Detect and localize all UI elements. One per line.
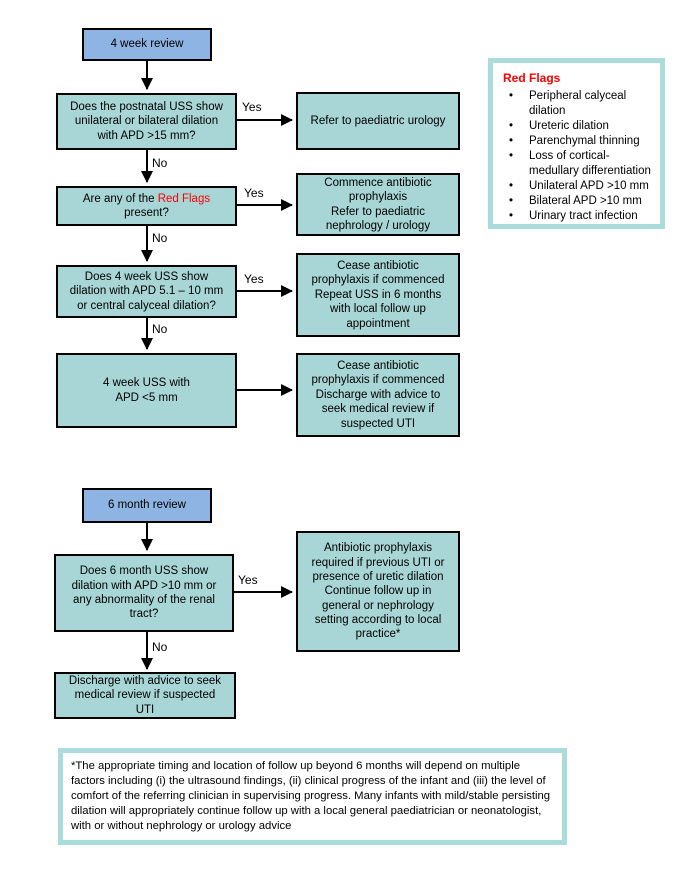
footnote-panel: *The appropriate timing and location of …: [58, 748, 567, 845]
red-flag-item: Unilateral APD >10 mm: [503, 179, 654, 194]
red-flags-panel-title: Red Flags: [503, 71, 561, 85]
action-discharge-advice: Discharge with advice to seek medical re…: [54, 672, 236, 719]
state-4week-uss-apd-under-5-text: 4 week USS with APD <5 mm: [103, 377, 190, 404]
label-no-q1: No: [152, 156, 168, 170]
label-yes-q1: Yes: [242, 100, 262, 114]
decision-postnatal-uss-text: Does the postnatal USS show unilateral o…: [70, 100, 223, 142]
start-node-4-week-review: 4 week review: [82, 28, 212, 61]
red-flags-question-highlight: Red Flags: [157, 192, 211, 205]
decision-postnatal-uss: Does the postnatal USS show unilateral o…: [56, 93, 237, 150]
footnote-text: *The appropriate timing and location of …: [71, 760, 551, 832]
action-refer-paediatric-urology-text: Refer to paediatric urology: [310, 114, 446, 127]
action-prophylaxis-followup: Antibiotic prophylaxis required if previ…: [296, 531, 460, 652]
label-no-q3: No: [152, 322, 168, 336]
start-node-4-week-review-label: 4 week review: [110, 38, 184, 51]
label-yes-q5: Yes: [238, 573, 258, 587]
red-flag-item: Bilateral APD >10 mm: [503, 194, 654, 209]
action-cease-repeat-uss: Cease antibiotic prophylaxis if commence…: [296, 253, 460, 337]
action-cease-repeat-uss-text: Cease antibiotic prophylaxis if commence…: [311, 260, 445, 330]
decision-6month-uss-text: Does 6 month USS show dilation with APD …: [71, 565, 217, 621]
start-node-6-month-review: 6 month review: [82, 488, 212, 523]
red-flags-list: Peripheral calyceal dilation Ureteric di…: [503, 89, 654, 223]
red-flags-question-prefix: Are any of the: [82, 192, 158, 205]
red-flags-panel: Red Flags Peripheral calyceal dilation U…: [488, 58, 665, 229]
red-flag-item: Urinary tract infection: [503, 209, 654, 224]
action-cease-discharge: Cease antibiotic prophylaxis if commence…: [296, 353, 460, 437]
decision-red-flags-present: Are any of the Red Flags present?: [56, 186, 237, 226]
state-4week-uss-apd-under-5: 4 week USS with APD <5 mm: [56, 353, 237, 428]
action-commence-prophylaxis-text: Commence antibiotic prophylaxis Refer to…: [324, 176, 432, 232]
red-flag-item: Peripheral calyceal dilation: [503, 89, 654, 119]
decision-4week-uss-dilation-text: Does 4 week USS show dilation with APD 5…: [69, 270, 224, 312]
red-flag-item: Parenchymal thinning: [503, 134, 654, 149]
action-refer-paediatric-urology: Refer to paediatric urology: [296, 92, 460, 150]
start-node-6-month-review-label: 6 month review: [108, 499, 186, 512]
label-yes-q2: Yes: [244, 186, 264, 200]
decision-4week-uss-dilation: Does 4 week USS show dilation with APD 5…: [56, 265, 237, 318]
red-flag-item: Ureteric dilation: [503, 119, 654, 134]
label-no-q2: No: [152, 231, 168, 245]
action-commence-prophylaxis: Commence antibiotic prophylaxis Refer to…: [296, 173, 460, 236]
action-discharge-advice-text: Discharge with advice to seek medical re…: [68, 674, 222, 716]
red-flag-item: Loss of cortical-medullary differentiati…: [503, 149, 654, 179]
decision-6month-uss: Does 6 month USS show dilation with APD …: [54, 554, 234, 632]
action-prophylaxis-followup-text: Antibiotic prophylaxis required if previ…: [311, 542, 445, 641]
label-no-q5: No: [152, 640, 168, 654]
label-yes-q3: Yes: [244, 272, 264, 286]
red-flags-question-suffix: present?: [124, 207, 169, 219]
action-cease-discharge-text: Cease antibiotic prophylaxis if commence…: [311, 360, 445, 430]
decision-red-flags-present-text: Are any of the Red Flags present?: [62, 192, 231, 221]
